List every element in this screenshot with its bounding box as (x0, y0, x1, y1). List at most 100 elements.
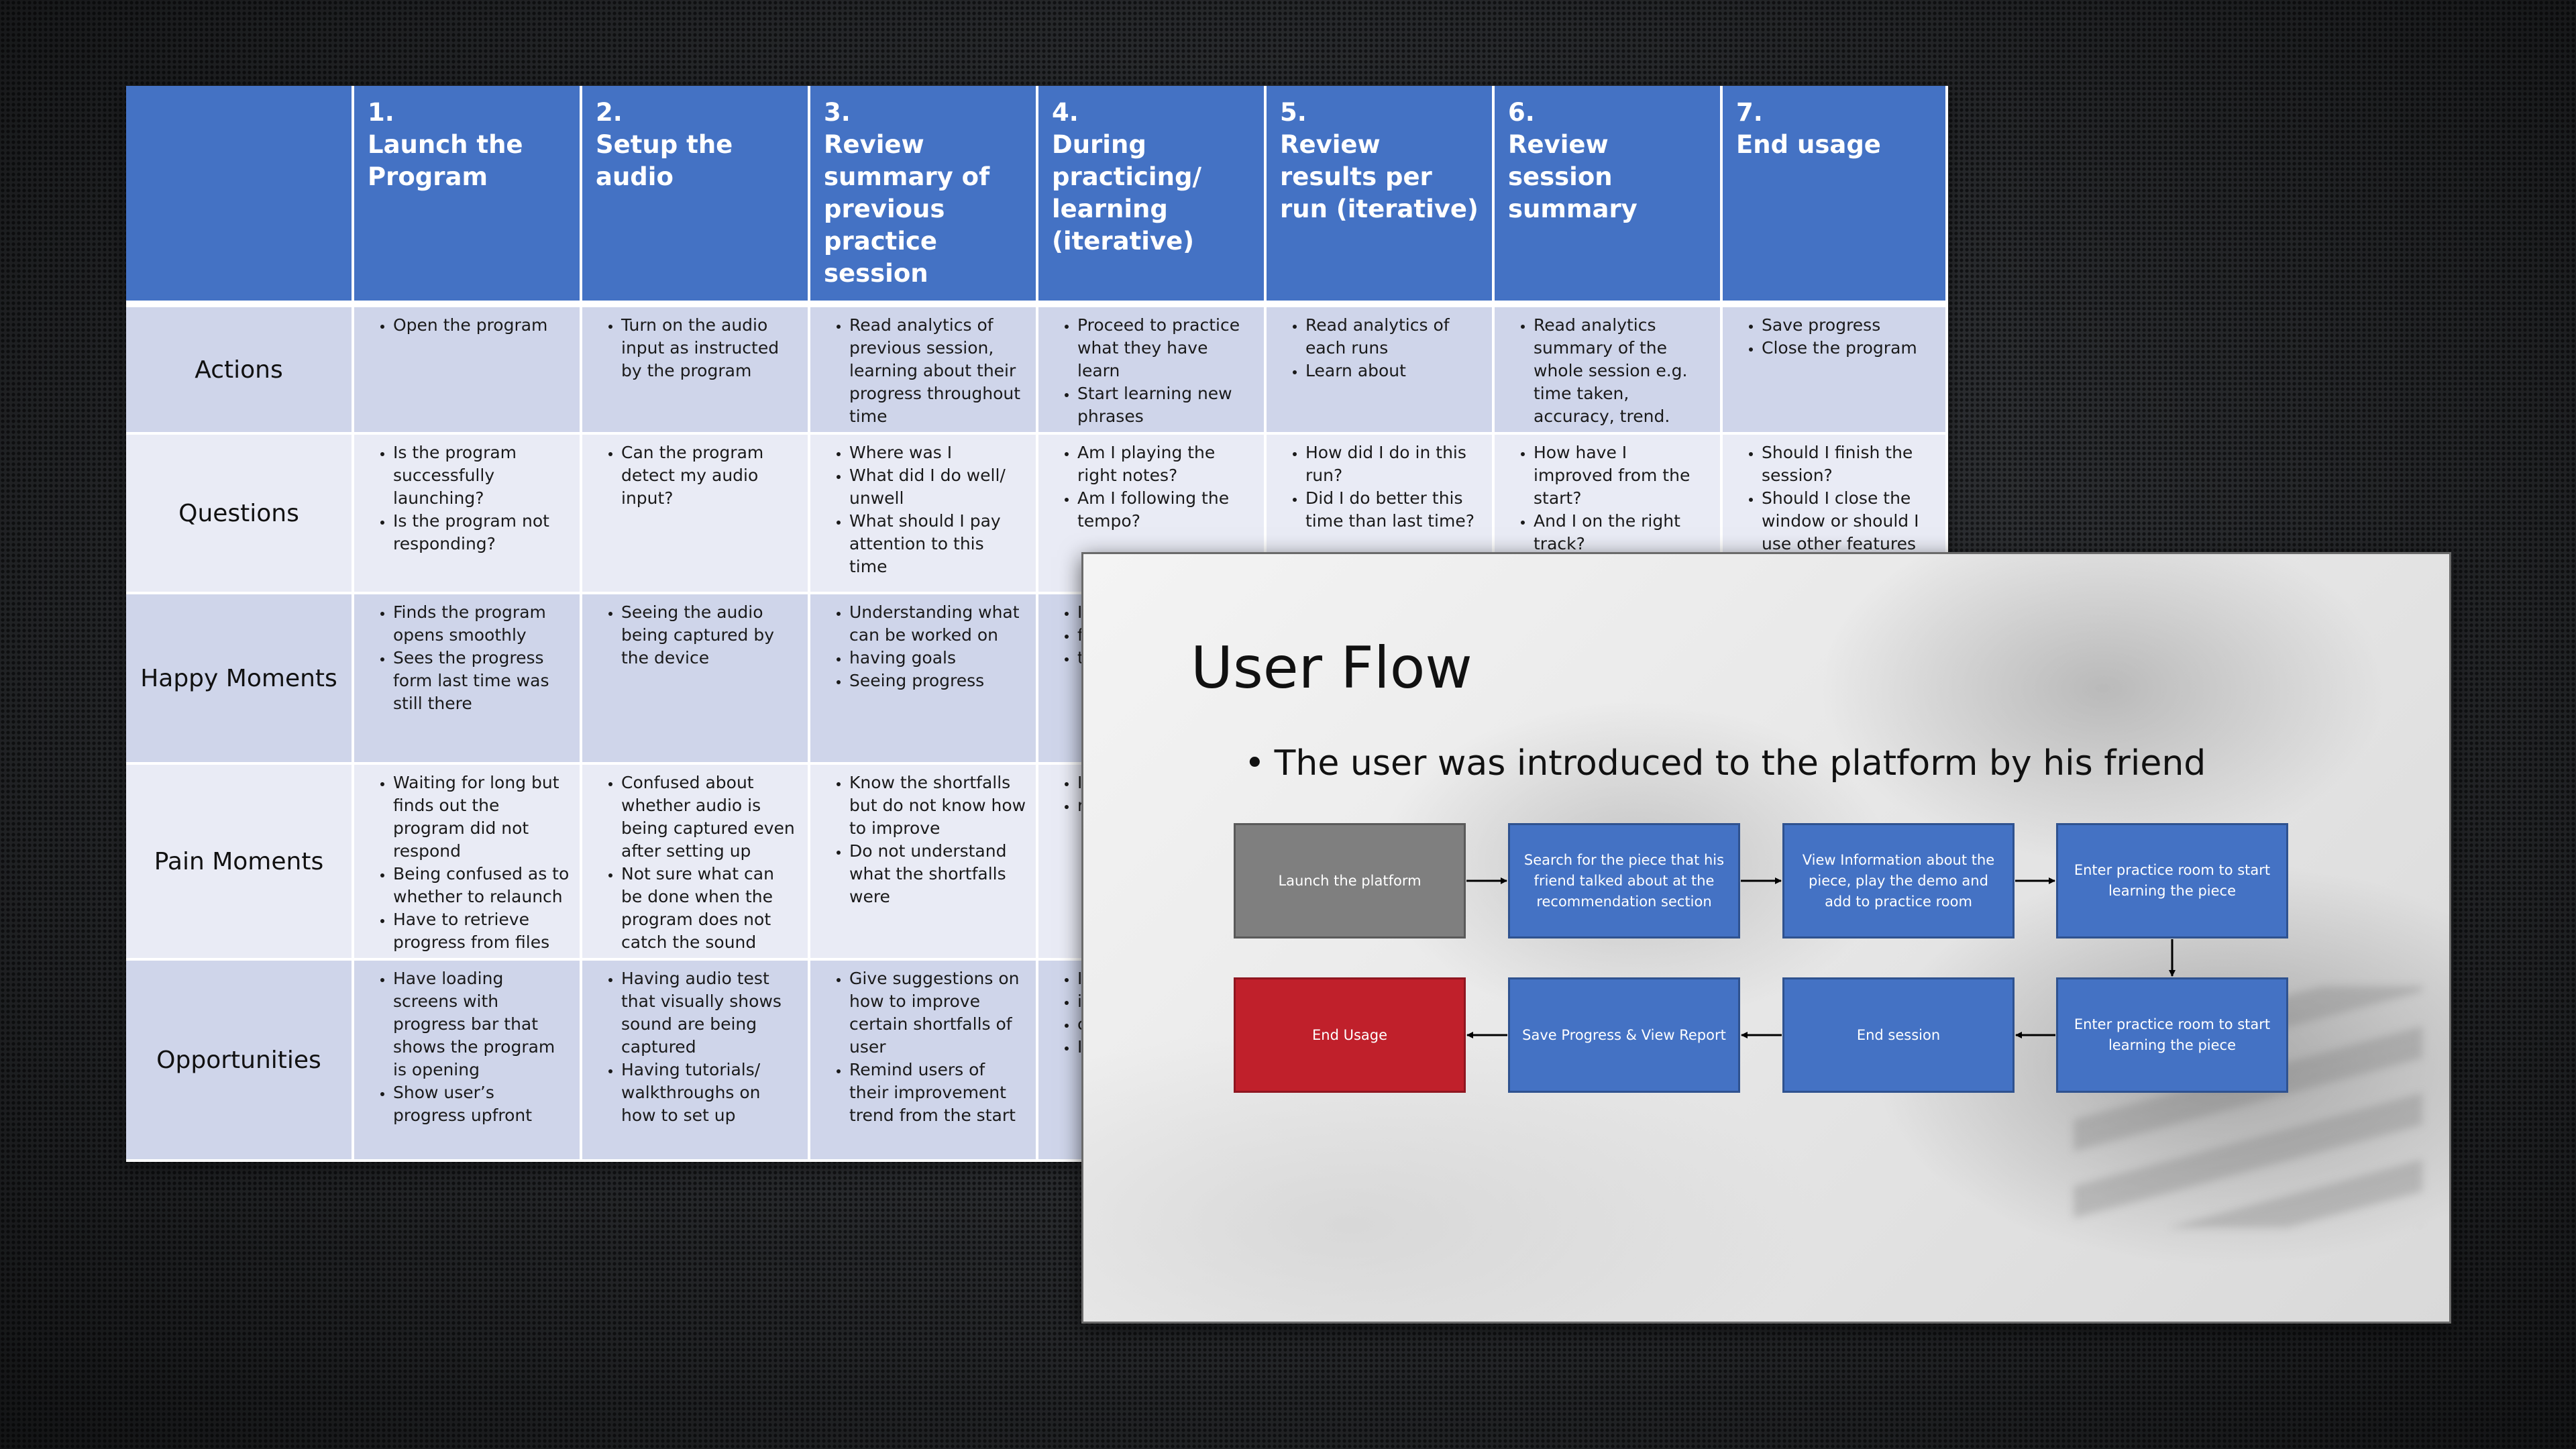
cell-bullet-item: Confused about whether audio is being ca… (621, 771, 798, 863)
cell-bullet-list: Am I playing the right notes?Am I follow… (1048, 441, 1254, 533)
stage-header: 1. Launch the Program (354, 86, 582, 307)
bullet-text: The user was introduced to the platform … (1274, 743, 2206, 784)
stage-header: 2.Setup the audio (582, 86, 810, 307)
journey-cell: Understanding what can be worked onhavin… (810, 594, 1038, 765)
journey-cell: Have loading screens with progress bar t… (354, 961, 582, 1162)
row-label: Questions (126, 435, 354, 594)
stage-number: 2. (596, 98, 623, 127)
cell-bullet-item: Seeing the audio being captured by the d… (621, 601, 798, 669)
cell-bullet-list: Where was IWhat did I do well/ unwellWha… (820, 441, 1026, 578)
cell-bullet-list: Have loading screens with progress bar t… (364, 967, 570, 1127)
stage-number: 4. (1052, 98, 1079, 127)
journey-cell: Save progressClose the program (1723, 307, 1948, 435)
cell-bullet-item: i (1077, 990, 1254, 1013)
cell-bullet-item: Read analytics summary of the whole sess… (1534, 314, 1711, 428)
cell-bullet-list: Proceed to practice what they have learn… (1048, 314, 1254, 428)
stage-title: Review results per run (iterative) (1280, 130, 1479, 223)
cell-bullet-item: Have loading screens with progress bar t… (393, 967, 570, 1081)
stage-title: End usage (1736, 130, 1881, 159)
cell-bullet-item: Remind users of their improvement trend … (849, 1059, 1026, 1127)
cell-bullet-item: Have to retrieve progress from files (393, 908, 570, 954)
cell-bullet-list: Ir (1048, 771, 1254, 817)
cell-bullet-item: What did I do well/ unwell (849, 464, 1026, 510)
cell-bullet-list: Know the shortfalls but do not know how … (820, 771, 1026, 908)
user-flow-slide: User Flow •The user was introduced to th… (1081, 552, 2451, 1324)
stage-header-row: 1.Launch the Program 2.Setup the audio 3… (126, 86, 1948, 307)
journey-cell: Read analytics summary of the whole sess… (1495, 307, 1723, 435)
flow-step-end-usage: End Usage (1234, 977, 1466, 1093)
cell-bullet-item: What should I pay attention to this time (849, 510, 1026, 578)
stage-number: 6. (1508, 98, 1535, 127)
cell-bullet-list: Confused about whether audio is being ca… (592, 771, 798, 954)
flow-step-launch: Launch the platform (1234, 823, 1466, 938)
journey-cell: Read analytics of previous session, lear… (810, 307, 1038, 435)
stage-header: 5.Review results per run (iterative) (1267, 86, 1495, 307)
cell-bullet-item: Know the shortfalls but do not know how … (849, 771, 1026, 840)
cell-bullet-item: I (1077, 967, 1254, 990)
journey-cell: Turn on the audio input as instructed by… (582, 307, 810, 435)
cell-bullet-item: Turn on the audio input as instructed by… (621, 314, 798, 382)
stage-number: 1. (368, 98, 394, 127)
journey-cell: Know the shortfalls but do not know how … (810, 765, 1038, 961)
journey-cell: Seeing the audio being captured by the d… (582, 594, 810, 765)
row-label: Opportunities (126, 961, 354, 1162)
cell-bullet-item: f (1077, 624, 1254, 647)
cell-bullet-item: Having audio test that visually shows so… (621, 967, 798, 1059)
cell-bullet-list: Read analytics of previous session, lear… (820, 314, 1026, 428)
cell-bullet-list: Read analytics of each runsLearn about (1276, 314, 1483, 382)
cell-bullet-item: Being confused as to whether to relaunch (393, 863, 570, 908)
cell-bullet-item: Start learning new phrases (1077, 382, 1254, 428)
cell-bullet-item: Show user’s progress upfront (393, 1081, 570, 1127)
cell-bullet-item: Proceed to practice what they have learn (1077, 314, 1254, 382)
cell-bullet-list: Having audio test that visually shows so… (592, 967, 798, 1127)
flow-step-end-session: End session (1782, 977, 2015, 1093)
journey-cell: Having audio test that visually shows so… (582, 961, 810, 1162)
cell-bullet-item: Read analytics of previous session, lear… (849, 314, 1026, 428)
cell-bullet-list: Turn on the audio input as instructed by… (592, 314, 798, 382)
flow-arrows (1466, 877, 2176, 1038)
cell-bullet-item: And I on the right track? (1534, 510, 1711, 555)
stage-header: 7.End usage (1723, 86, 1948, 307)
cell-bullet-list: Read analytics summary of the whole sess… (1504, 314, 1711, 428)
cell-bullet-item: I (1077, 771, 1254, 794)
cell-bullet-list: How did I do in this run?Did I do better… (1276, 441, 1483, 533)
journey-cell: Open the program (354, 307, 582, 435)
row-label: Pain Moments (126, 765, 354, 961)
stage-header: 6. Review session summary (1495, 86, 1723, 307)
journey-cell: Confused about whether audio is being ca… (582, 765, 810, 961)
cell-bullet-list: Is the program successfully launching?Is… (364, 441, 570, 555)
journey-row: QuestionsIs the program successfully lau… (126, 435, 1948, 594)
cell-bullet-item: How did I do in this run? (1305, 441, 1483, 487)
stage-header: 4.During practicing/ learning (iterative… (1038, 86, 1267, 307)
cell-bullet-item: Am I following the tempo? (1077, 487, 1254, 533)
cell-bullet-item: Save progress (1762, 314, 1936, 337)
stage-title: Launch the Program (368, 130, 523, 191)
cell-bullet-list: How have I improved from the start?And I… (1504, 441, 1711, 555)
cell-bullet-item: Learn about (1305, 360, 1483, 382)
stage-title: Review session summary (1508, 130, 1638, 223)
cell-bullet-item: Where was I (849, 441, 1026, 464)
cell-bullet-list: Seeing the audio being captured by the d… (592, 601, 798, 669)
cell-bullet-list: Waiting for long but finds out the progr… (364, 771, 570, 954)
cell-bullet-item: How have I improved from the start? (1534, 441, 1711, 510)
cell-bullet-item: Am I playing the right notes? (1077, 441, 1254, 487)
cell-bullet-item: Seeing progress (849, 669, 1026, 692)
row-label: Actions (126, 307, 354, 435)
cell-bullet-item: Is the program successfully launching? (393, 441, 570, 510)
journey-cell: Waiting for long but finds out the progr… (354, 765, 582, 961)
cell-bullet-item: Did I do better this time than last time… (1305, 487, 1483, 533)
cell-bullet-item: Open the program (393, 314, 570, 337)
flow-step-enter-practice: Enter practice room to start learning th… (2056, 823, 2288, 938)
bullet-dot: • (1244, 743, 1265, 784)
journey-cell: Read analytics of each runsLearn about (1267, 307, 1495, 435)
cell-bullet-list: Understanding what can be worked onhavin… (820, 601, 1026, 692)
flow-step-enter-practice-2: Enter practice room to start learning th… (2056, 977, 2288, 1093)
journey-cell: Where was IWhat did I do well/ unwellWha… (810, 435, 1038, 594)
cell-bullet-item: Give suggestions on how to improve certa… (849, 967, 1026, 1059)
slide-bullet: •The user was introduced to the platform… (1244, 743, 2206, 784)
flow-step-view-info: View Information about the piece, play t… (1782, 823, 2015, 938)
cell-bullet-item: Do not understand what the shortfalls we… (849, 840, 1026, 908)
row-label: Happy Moments (126, 594, 354, 765)
stage-title: Review summary of previous practice sess… (824, 130, 990, 288)
cell-bullet-item: I (1077, 601, 1254, 624)
